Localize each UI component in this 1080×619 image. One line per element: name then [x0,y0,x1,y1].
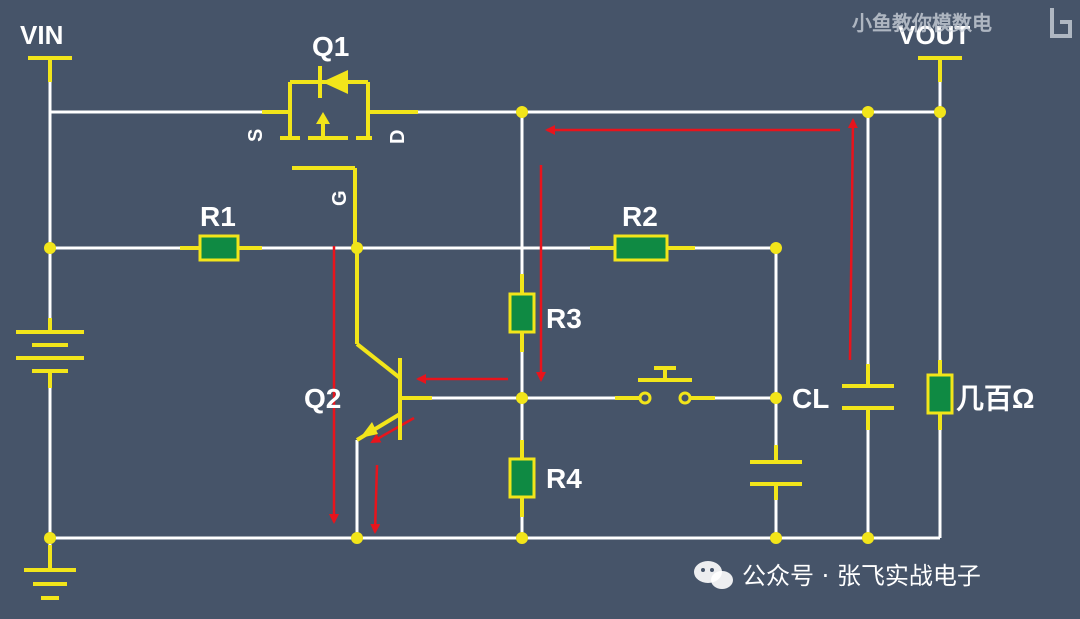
q1-mosfet [262,66,418,248]
filter-capacitor [750,445,802,500]
push-switch [615,366,715,405]
load-label: 几百Ω [956,383,1034,414]
vout-label: VOUT [898,20,970,50]
vin-terminal [28,56,72,82]
vout-terminal [918,56,962,82]
r1-resistor [198,234,240,262]
watermark-logo-icon [1050,8,1072,38]
r1-label: R1 [200,201,236,232]
body-diode-icon [322,70,348,94]
gate-label: G [329,190,351,206]
load-resistor [926,373,954,415]
source-label: S [245,129,267,142]
q2-label: Q2 [304,383,341,414]
ground-symbol [24,545,76,600]
q2-transistor [355,248,432,442]
current-flow-arrows [329,118,858,534]
r4-label: R4 [546,463,582,494]
r4-resistor [508,457,536,499]
cl-capacitor [842,364,894,430]
vin-label: VIN [20,20,63,50]
r3-resistor [508,292,536,334]
r2-resistor [613,234,669,262]
r3-label: R3 [546,303,582,334]
watermark-text: 小鱼教你模数电 [852,11,992,35]
cl-label: CL [792,383,829,414]
r2-label: R2 [622,201,658,232]
wechat-icon [694,561,733,589]
battery-symbol [16,318,84,388]
wires [48,80,942,560]
drain-label: D [387,130,409,144]
q1-label: Q1 [312,31,349,62]
junction-dots [44,106,946,544]
footer-text: 公众号 · 张飞实战电子 [742,562,981,590]
